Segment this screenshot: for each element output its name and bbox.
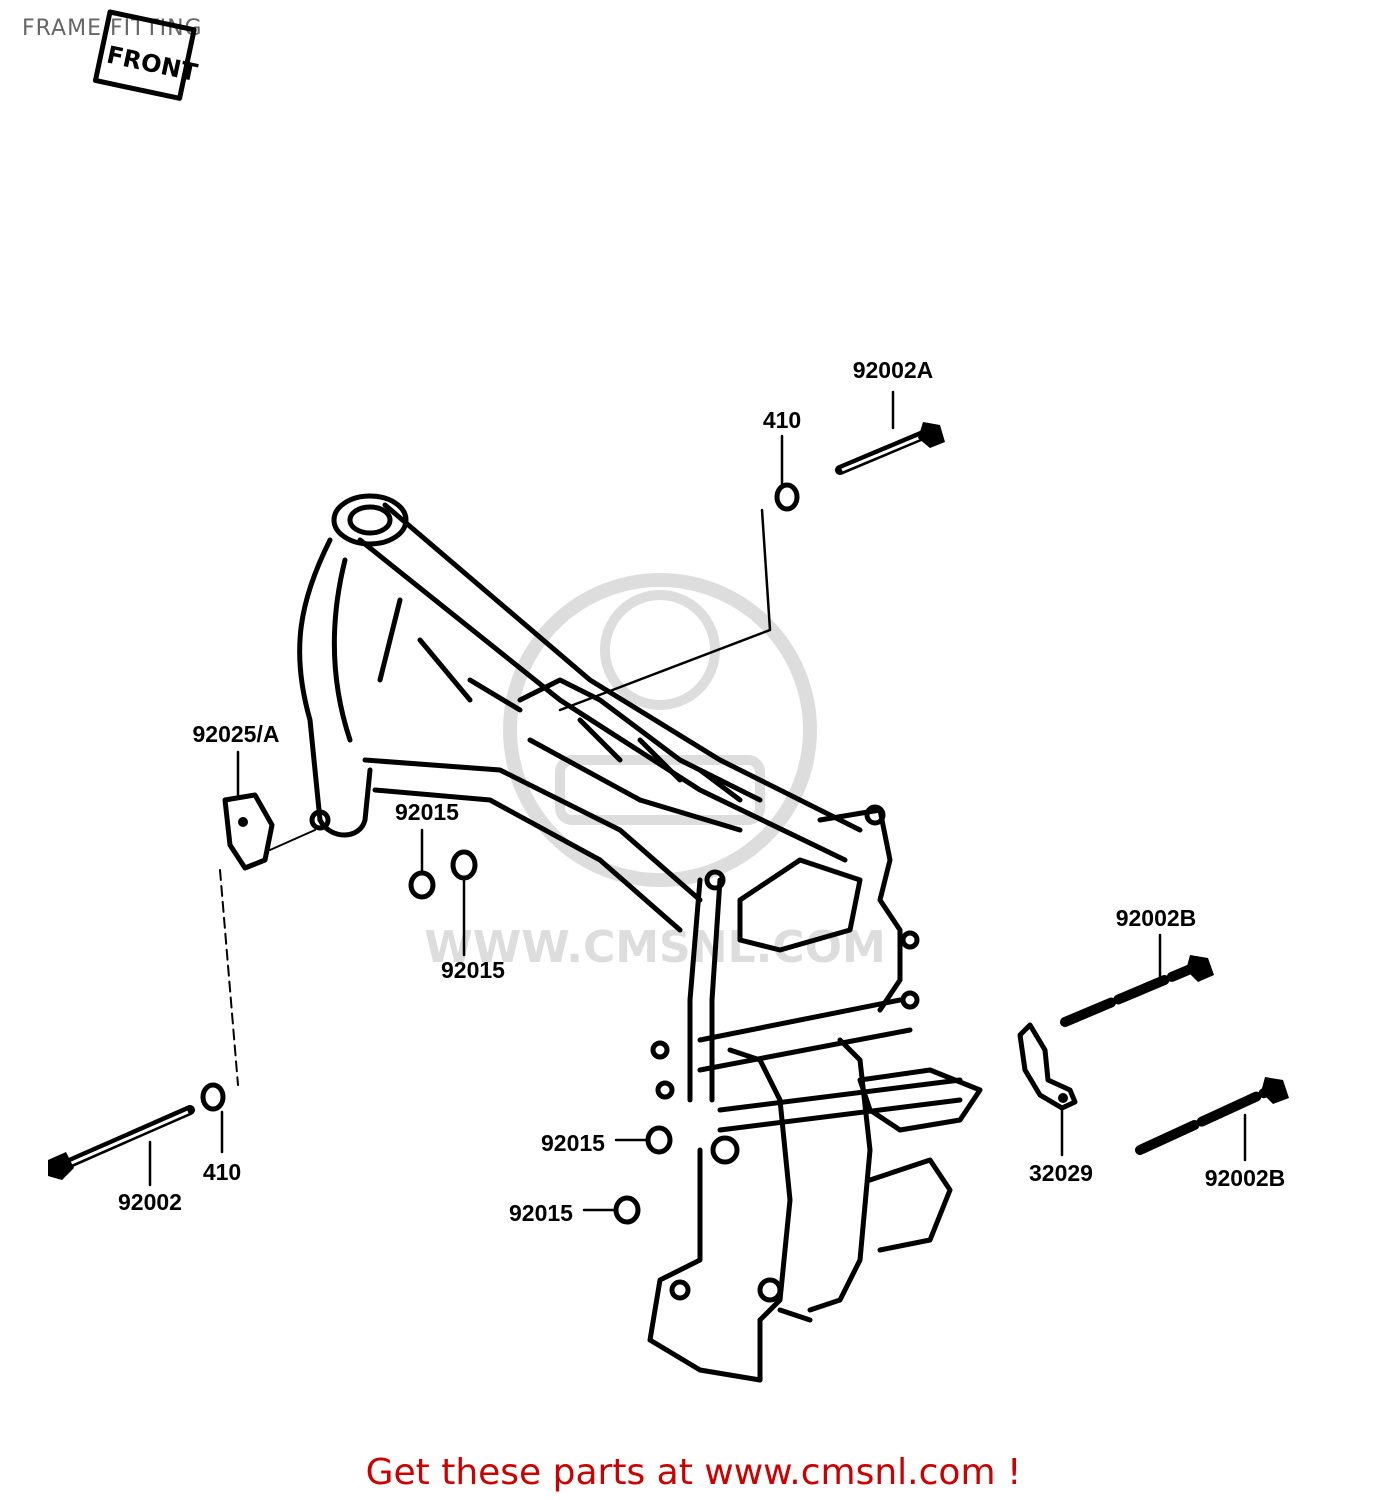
callout-410-lower: 410 [203, 1159, 241, 1185]
callout-92002: 92002 [118, 1189, 182, 1215]
motorcycle-frame [297, 493, 983, 1383]
leader-line [269, 829, 316, 851]
washer-410-icon [774, 482, 800, 512]
nut-92015-icon [613, 1195, 641, 1225]
callout-92015-center-upper: 92015 [541, 1130, 605, 1156]
bolt-92002a-icon [835, 422, 945, 475]
front-sign: FRONT [92, 9, 200, 101]
nut-92015-icon [645, 1125, 673, 1155]
callout-92015-center-lower: 92015 [509, 1200, 573, 1226]
callout-92002b-lower: 92002B [1205, 1165, 1286, 1191]
front-sign-label: FRONT [104, 41, 200, 88]
bolt-92002b-icon [1135, 1077, 1289, 1155]
leader-line [558, 508, 772, 712]
bolt-92002-icon [48, 1105, 195, 1180]
footer-link[interactable]: Get these parts at www.cmsnl.com ! [365, 1452, 1022, 1493]
page-title: FRAME FITTING [22, 16, 203, 41]
washer-410-icon [200, 1082, 226, 1112]
callout-92002b-upper: 92002B [1116, 905, 1197, 931]
watermark-text: WWW.CMSNL.COM [424, 922, 886, 973]
bracket-32029-icon [1017, 1022, 1078, 1111]
callout-410-upper: 410 [763, 407, 801, 433]
callout-32029: 32029 [1029, 1160, 1093, 1186]
callout-92002a: 92002A [853, 357, 934, 383]
leader-line [219, 869, 239, 1086]
bolt-92002b-icon [1060, 955, 1214, 1027]
nut-92015-icon [450, 849, 478, 881]
bracket-92025a-icon [222, 792, 275, 871]
watermark: WWW.CMSNL.COM [424, 573, 886, 973]
callout-92025a: 92025/A [193, 721, 280, 747]
nut-92015-icon [408, 870, 436, 900]
callout-92015-left-lower: 92015 [441, 957, 505, 983]
callout-92015-left-upper: 92015 [395, 799, 459, 825]
